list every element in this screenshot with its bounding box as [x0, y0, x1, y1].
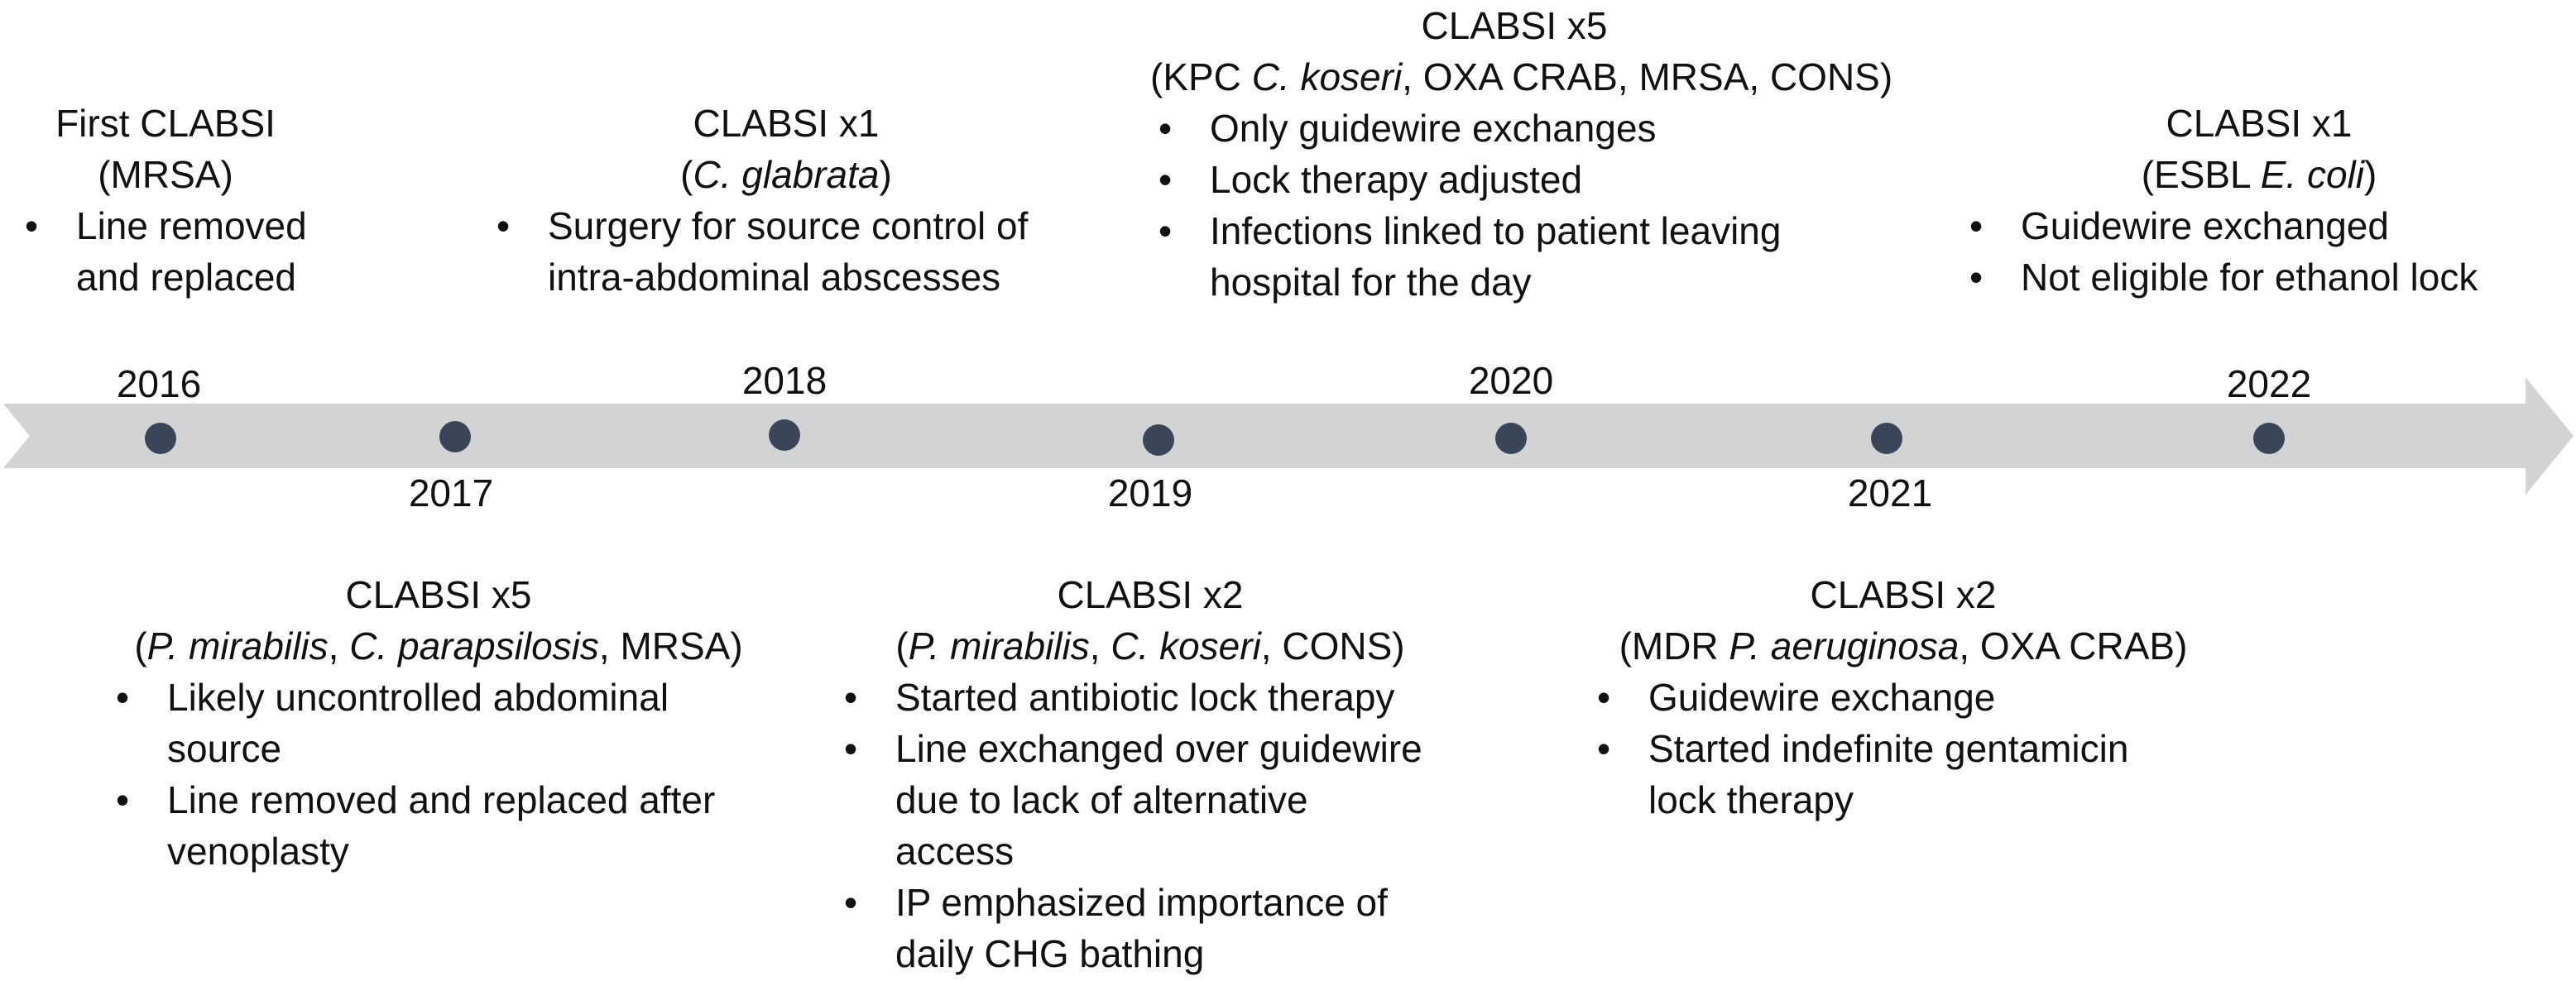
- event-bullets: Surgery for source control of intra-abdom…: [488, 200, 1084, 303]
- timeline-dots: [145, 419, 2285, 456]
- event-bullets: Guidewire exchangeStarted indefinite gen…: [1589, 672, 2218, 825]
- event-organisms: (ESBL E. coli): [2141, 153, 2377, 196]
- event-title: CLABSI x1: [693, 102, 880, 145]
- bullet-item: Started indefinite gentamicin lock therap…: [1589, 723, 2218, 825]
- event-2017: CLABSI x5 (P. mirabilis, C. parapsilosis,…: [108, 569, 770, 877]
- event-bullets: Likely uncontrolled abdominalsourceLine …: [108, 672, 770, 877]
- event-organisms: (KPC C. koseri, OXA CRAB, MRSA, CONS): [1150, 55, 1893, 98]
- bullet-line: Not eligible for ethanol lock: [2021, 256, 2478, 299]
- event-title: CLABSI x5: [345, 573, 532, 616]
- bullet-line: Line exchanged over guidewire: [895, 727, 1422, 770]
- bullet-line: daily CHG bathing: [895, 932, 1205, 975]
- bullet-item: Lock therapy adjusted: [1150, 154, 1878, 205]
- event-2022: CLABSI x1(ESBL E. coli)Guidewire exchang…: [1961, 98, 2557, 303]
- year-label-2020: 2020: [1468, 359, 1554, 402]
- event-title: First CLABSI: [55, 102, 276, 145]
- bullet-line: source: [167, 727, 282, 770]
- bullet-line: Likely uncontrolled abdominal: [167, 676, 669, 719]
- year-label-2016: 2016: [116, 362, 202, 405]
- bullet-line: IP emphasized importance of: [895, 881, 1388, 924]
- event-title: CLABSI x5: [1421, 4, 1608, 47]
- bullet-item: Guidewire exchange: [1589, 672, 2218, 723]
- timeline-dot-2019: [1143, 424, 1174, 456]
- bullet-item: Only guidewire exchanges: [1150, 103, 1878, 154]
- event-2021: CLABSI x2(MDR P. aeruginosa, OXA CRAB)Gu…: [1589, 569, 2218, 825]
- bullet-line: intra-abdominal abscesses: [548, 256, 1001, 299]
- bullet-line: Guidewire exchanged: [2021, 204, 2389, 247]
- event-organisms: (P. mirabilis, C. parapsilosis, MRSA): [134, 624, 743, 668]
- year-label-2018: 2018: [741, 359, 827, 402]
- bullet-line: hospital for the day: [1210, 261, 1532, 304]
- event-bullets: Only guidewire exchangesLock therapy adj…: [1150, 103, 1878, 308]
- bullet-item: Guidewire exchanged: [1961, 200, 2557, 251]
- bullet-line: Line removed: [76, 204, 307, 247]
- timeline-dot-2018: [769, 419, 800, 451]
- bullet-item: IP emphasized importance of daily CHG bat…: [836, 877, 1465, 979]
- bullet-line: Only guidewire exchanges: [1210, 107, 1657, 150]
- event-organisms: (C. glabrata): [680, 153, 892, 196]
- year-label-2021: 2021: [1847, 471, 1933, 514]
- timeline-dot-2017: [439, 421, 471, 452]
- year-label-2019: 2019: [1107, 471, 1193, 514]
- event-bullets: Line removed and replaced: [17, 200, 314, 303]
- timeline-arrow: [3, 377, 2574, 495]
- event-title: CLABSI x2: [1810, 573, 1997, 616]
- bullet-item: Infections linked to patient leaving hosp…: [1150, 205, 1878, 308]
- bullet-line: Started antibiotic lock therapy: [895, 676, 1395, 719]
- event-title: CLABSI x2: [1057, 573, 1244, 616]
- bullet-item: Started antibiotic lock therapy: [836, 672, 1465, 723]
- year-label-2017: 2017: [408, 471, 494, 514]
- bullet-line: Line removed and replaced after: [167, 778, 716, 821]
- bullet-line: venoplasty: [167, 830, 349, 873]
- event-2016: First CLABSI (MRSA) Line removed and replac…: [17, 98, 314, 303]
- timeline-dot-2020: [1495, 423, 1527, 454]
- timeline-dot-2016: [145, 423, 176, 454]
- event-2018: CLABSI x1(C. glabrata)Surgery for source…: [488, 98, 1084, 303]
- bullet-line: lock therapy: [1648, 778, 1854, 821]
- bullet-line: Started indefinite gentamicin: [1648, 727, 2129, 770]
- bullet-line: access: [895, 830, 1015, 873]
- bullet-line: due to lack of alternative: [895, 778, 1308, 821]
- event-organisms: (MRSA): [98, 153, 233, 196]
- bullet-item: Likely uncontrolled abdominal source: [108, 672, 770, 774]
- bullet-line: Infections linked to patient leaving: [1210, 209, 1782, 252]
- event-2020: CLABSI x5 (KPC C. koseri, OXA CRAB, MRSA,…: [1150, 0, 1893, 308]
- bullet-item: Surgery for source control of intra-abdom…: [488, 200, 1084, 303]
- bullet-item: Line removed and replaced after venoplast…: [108, 774, 770, 877]
- bullet-item: Line removed and replaced: [17, 200, 314, 303]
- event-title: CLABSI x1: [2166, 102, 2353, 145]
- bullet-line: Lock therapy adjusted: [1210, 158, 1583, 201]
- timeline-dot-2022: [2253, 423, 2285, 454]
- event-2019: CLABSI x2 (P. mirabilis, C. koseri, CONS)…: [836, 569, 1465, 979]
- event-organisms: (P. mirabilis, C. koseri, CONS): [895, 624, 1405, 668]
- year-label-2022: 2022: [2226, 362, 2312, 405]
- bullet-item: Not eligible for ethanol lock: [1961, 251, 2557, 303]
- event-bullets: Started antibiotic lock therapyLine exch…: [836, 672, 1465, 979]
- bullet-item: Line exchanged over guidewire due to lack…: [836, 723, 1465, 877]
- timeline-dot-2021: [1871, 423, 1902, 454]
- bullet-line: and replaced: [76, 256, 296, 299]
- event-organisms: (MDR P. aeruginosa, OXA CRAB): [1619, 624, 2188, 668]
- bullet-line: Guidewire exchange: [1648, 676, 1996, 719]
- bullet-line: Surgery for source control of: [548, 204, 1029, 247]
- event-bullets: Guidewire exchangedNot eligible for etha…: [1961, 200, 2557, 303]
